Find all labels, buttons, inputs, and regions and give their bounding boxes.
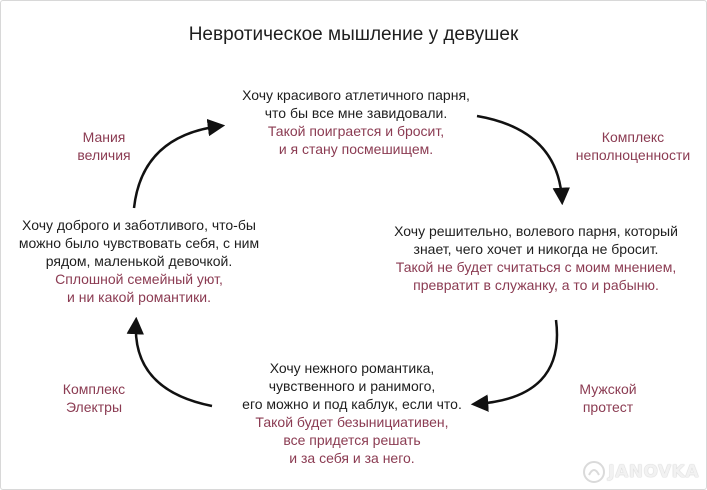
block-top-line: Хочу красивого атлетичного парня, [242,87,470,103]
watermark-emblem-icon [583,461,606,483]
block-bottom-consequence: все придется решать [283,432,421,448]
label-top-right-line: неполноценности [575,147,691,163]
watermark: JANOVKA [582,460,699,484]
diagram-title: Невротическое мышление у девушек [188,24,519,45]
block-bottom-line: чувственного и ранимого, [268,378,436,394]
block-bottom-line: Хочу нежного романтика, [269,360,435,376]
block-left-consequence: Сплошной семейный уют, [55,271,223,287]
label-top-right-line: Комплекс [601,129,665,145]
block-bottom: Хочу нежного романтика, чувственного и р… [192,359,512,467]
arrow-bottom-to-left [126,316,213,408]
block-left-line: Хочу доброго и заботливого, что-бы [22,217,256,233]
label-bottom-left-line: Комплекс [62,381,126,397]
block-left-line: рядом, маленькой девочкой. [45,253,233,269]
label-bottom-right-line: протест [582,399,634,415]
block-bottom-consequence: и за себя и за него. [289,450,415,466]
label-bottom-right: Мужской протест [548,380,668,416]
label-top-left-line: величия [77,147,131,163]
block-bottom-line: его можно и под каблук, если что. [242,396,462,412]
block-top-consequence: и я стану посмешищем. [278,141,434,157]
label-bottom-right-line: Мужской [579,381,637,397]
arrow-top-to-right [476,114,571,206]
label-top-left: Мания величия [44,128,164,164]
block-top-consequence: Такой поиграется и бросит, [267,123,445,139]
block-right-line: Хочу решительно, волевого парня, который [394,223,678,239]
block-left: Хочу доброго и заботливого, что-бы можно… [6,216,272,306]
block-left-line: можно было чувствовать себя, с ним [18,235,260,251]
label-bottom-left: Комплекс Электры [34,380,154,416]
arrow-right-to-bottom [470,319,559,412]
arrow-left-to-top [132,118,226,209]
block-top-line: что бы все мне завидовали. [264,105,448,121]
label-top-right: Комплекс неполноценности [558,128,707,164]
watermark-text: JANOVKA [608,462,699,482]
block-right: Хочу решительно, волевого парня, который… [368,222,704,294]
block-left-consequence: и ни какой романтики. [67,289,211,305]
block-top: Хочу красивого атлетичного парня, что бы… [206,86,506,158]
block-right-consequence: Такой не будет считаться с моим мнением, [395,259,677,275]
label-top-left-line: Мания [82,129,126,145]
label-bottom-left-line: Электры [65,399,123,415]
block-right-consequence: превратит в служанку, а то и рабыню. [413,277,659,293]
block-bottom-consequence: Такой будет безынициативен, [255,414,449,430]
block-right-line: знает, чего хочет и никогда не бросит. [413,241,659,257]
